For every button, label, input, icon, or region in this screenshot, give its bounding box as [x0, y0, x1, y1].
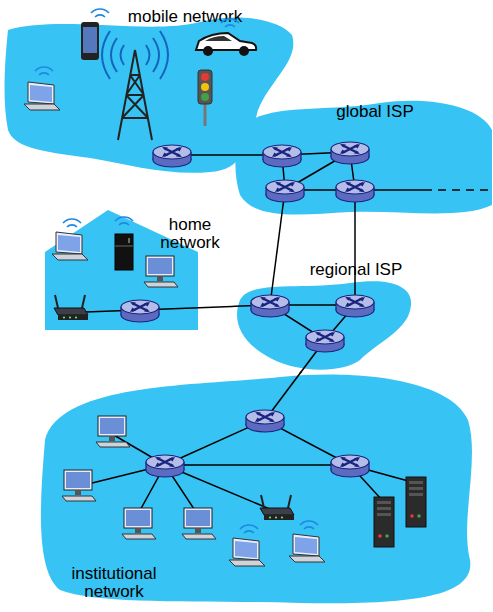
link-stub [140, 306, 232, 310]
desktop-icon [122, 508, 156, 539]
network-wire [80, 434, 412, 514]
network-link [300, 372, 302, 373]
server-icon [406, 477, 426, 527]
network-wire [80, 152, 488, 514]
router-icon [153, 145, 191, 167]
router-icon [306, 330, 344, 352]
laptop-icon [229, 538, 265, 566]
wireless-waves [300, 521, 318, 529]
router-icon [331, 455, 369, 477]
wireless-waves [91, 9, 109, 17]
house-outline: home network [40, 205, 232, 333]
network-cloud: regional ISP [235, 258, 415, 373]
wireless-waves [115, 217, 133, 225]
label-holder: institutional network [54, 565, 174, 601]
link-stub [265, 372, 301, 420]
link-stub [300, 340, 325, 373]
label-holder: home network [150, 216, 230, 252]
phone-icon [81, 9, 109, 60]
wireless-waves [35, 67, 53, 75]
region-fill [235, 101, 492, 215]
link-stub [235, 305, 270, 306]
network-cloud: institutional network [40, 372, 475, 608]
region-label: mobile network [115, 8, 255, 26]
wireless-waves [240, 525, 258, 533]
network-link [276, 220, 281, 258]
link-stub [281, 190, 285, 220]
laptop-icon [289, 534, 325, 562]
label-holder: global ISP [325, 103, 425, 121]
desktop-icon [62, 470, 96, 501]
desktop-icon [144, 256, 178, 287]
region-fill [41, 375, 472, 604]
network-link [235, 154, 240, 156]
link-stub [354, 258, 356, 305]
laptop-icon [52, 232, 88, 260]
router-icon [146, 455, 184, 477]
desktop-icon [96, 416, 130, 447]
router-icon [266, 180, 304, 202]
link-stub [270, 258, 276, 305]
connectors [232, 155, 355, 373]
router-icon [336, 180, 374, 202]
network-wire [165, 420, 350, 465]
wireless-waves [221, 19, 239, 27]
network-wire [438, 189, 488, 191]
network-wire [355, 189, 432, 191]
network-wire [85, 310, 140, 312]
desktop-icon [182, 508, 216, 539]
region-shape [5, 5, 235, 177]
traffic-light [198, 70, 212, 126]
label-holder: mobile network [115, 8, 255, 26]
label-holder: regional ISP [297, 261, 415, 279]
router-icon [246, 410, 284, 432]
router-icon [331, 142, 369, 164]
laptop-icon [24, 82, 60, 110]
wifi-router-icon [260, 495, 294, 520]
region-label: regional ISP [297, 261, 415, 279]
router-icon [263, 145, 301, 167]
region-label: home network [150, 216, 230, 252]
network-wire [282, 152, 355, 190]
region-label: institutional network [54, 565, 174, 601]
router-icon [336, 295, 374, 317]
wifi-router-icon [54, 295, 88, 320]
link-stub [172, 154, 235, 156]
network-link [354, 220, 356, 258]
network-link [232, 306, 235, 308]
cell-tower [102, 31, 168, 140]
server-icon [374, 497, 394, 547]
region-fill [237, 281, 411, 370]
fridge-icon [115, 217, 133, 270]
network-wire [270, 305, 355, 340]
link-stub [354, 190, 356, 220]
region-label: global ISP [325, 103, 425, 121]
link-stub [240, 154, 282, 156]
link-stubs [140, 155, 355, 420]
network-cloud: global ISP [240, 98, 490, 220]
network-cloud: mobile network [5, 5, 235, 177]
car-icon [196, 19, 256, 56]
router-icon [251, 295, 289, 317]
router-icon [121, 300, 159, 322]
wireless-waves [63, 219, 81, 227]
